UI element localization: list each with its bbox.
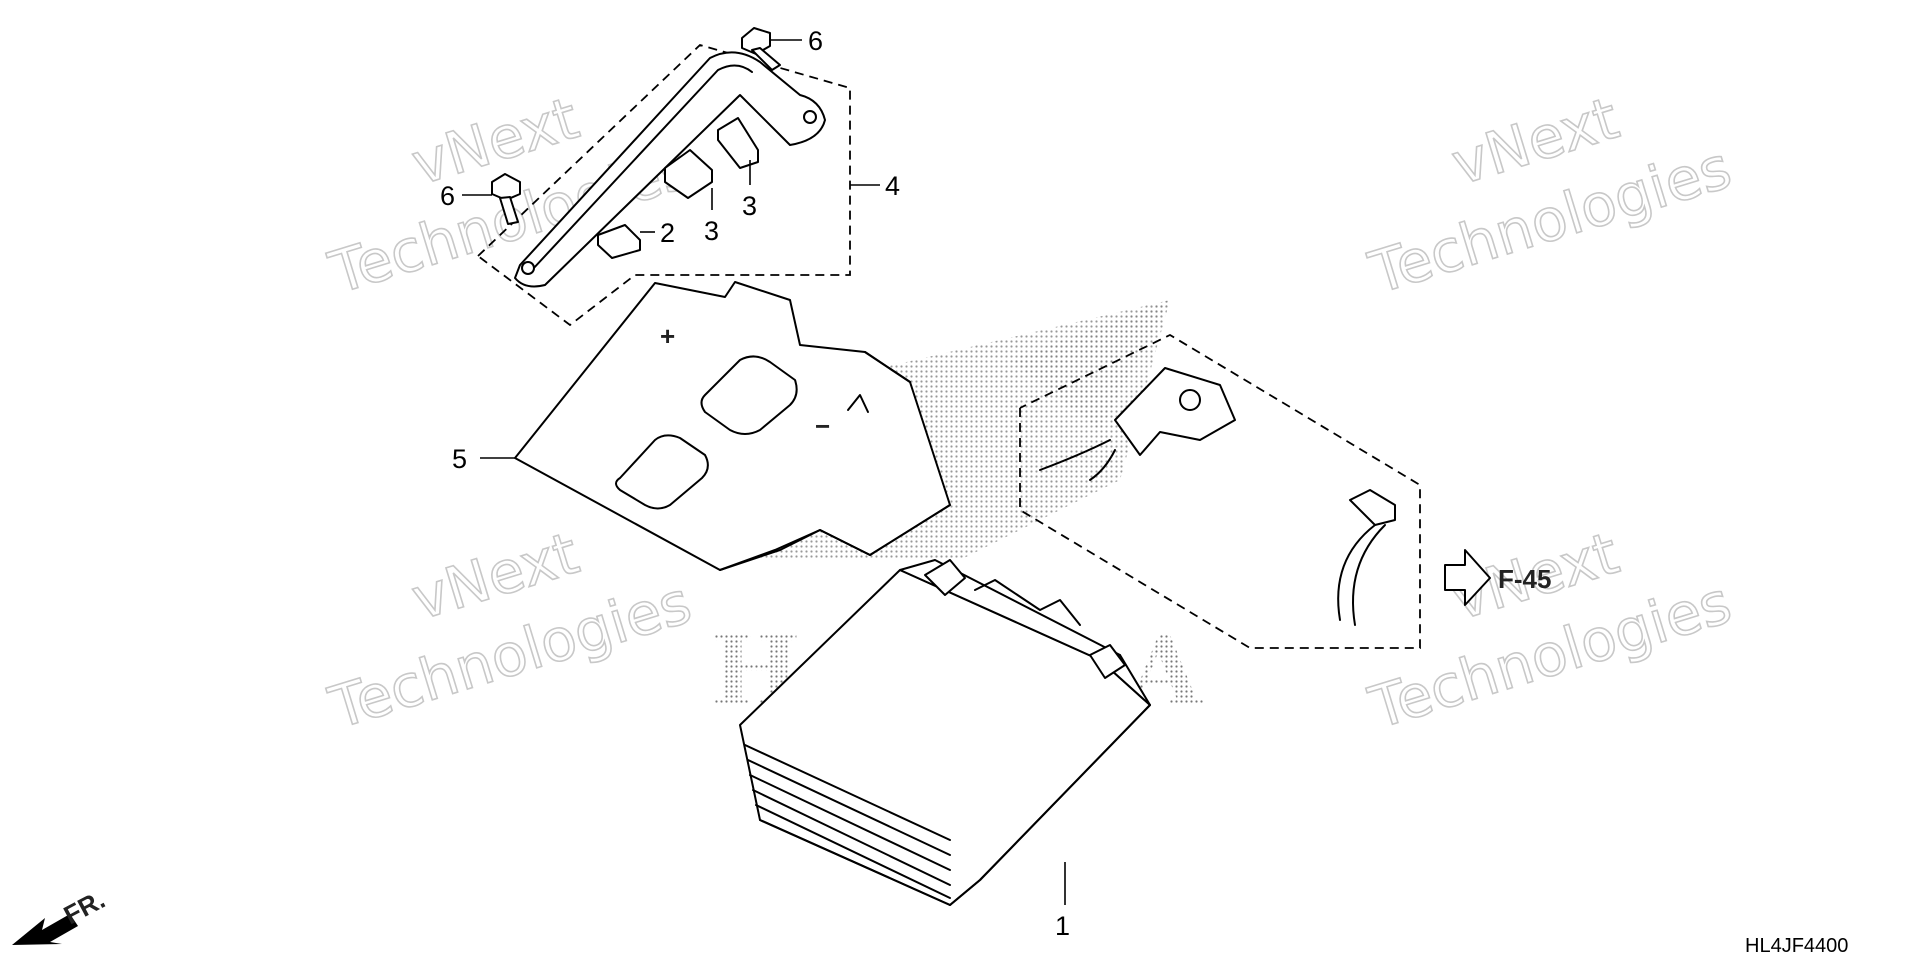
watermark-bottom-left: vNext Technologies xyxy=(321,518,700,743)
callout-1[interactable]: 1 xyxy=(1055,911,1070,941)
callout-2[interactable]: 2 xyxy=(660,218,675,248)
callout-3a[interactable]: 3 xyxy=(704,216,719,246)
watermark-top-right: vNext Technologies xyxy=(1361,83,1740,308)
reference-arrow-f45[interactable]: F-45 xyxy=(1444,549,1551,606)
bolt-top[interactable] xyxy=(741,27,781,71)
bolt-left[interactable] xyxy=(491,173,521,225)
callout-6-left[interactable]: 6 xyxy=(440,181,455,211)
front-direction-indicator: FR. xyxy=(12,884,110,945)
callout-3b[interactable]: 3 xyxy=(742,191,757,221)
cushion-2[interactable] xyxy=(597,224,641,259)
watermark-bottom-right: vNext Technologies xyxy=(1361,518,1740,743)
cushion-3b[interactable] xyxy=(717,117,759,169)
callout-5[interactable]: 5 xyxy=(452,444,467,474)
callout-6-top[interactable]: 6 xyxy=(808,26,823,56)
reference-label[interactable]: F-45 xyxy=(1498,564,1551,594)
callouts: 6 6 2 3 3 4 5 1 xyxy=(440,26,1070,941)
cushion-3a[interactable] xyxy=(664,149,713,199)
diagram-code: HL4JF4400 xyxy=(1745,935,1848,957)
battery-cover[interactable]: + − xyxy=(514,281,951,571)
front-arrow-icon xyxy=(12,914,78,945)
battery[interactable] xyxy=(739,559,1151,906)
plus-sign: + xyxy=(660,321,675,351)
minus-sign: − xyxy=(815,411,830,441)
callout-4[interactable]: 4 xyxy=(885,171,900,201)
wiring-detail xyxy=(1019,333,1421,649)
battery-band-assembly[interactable] xyxy=(476,43,851,327)
leader-lines xyxy=(462,39,1066,905)
